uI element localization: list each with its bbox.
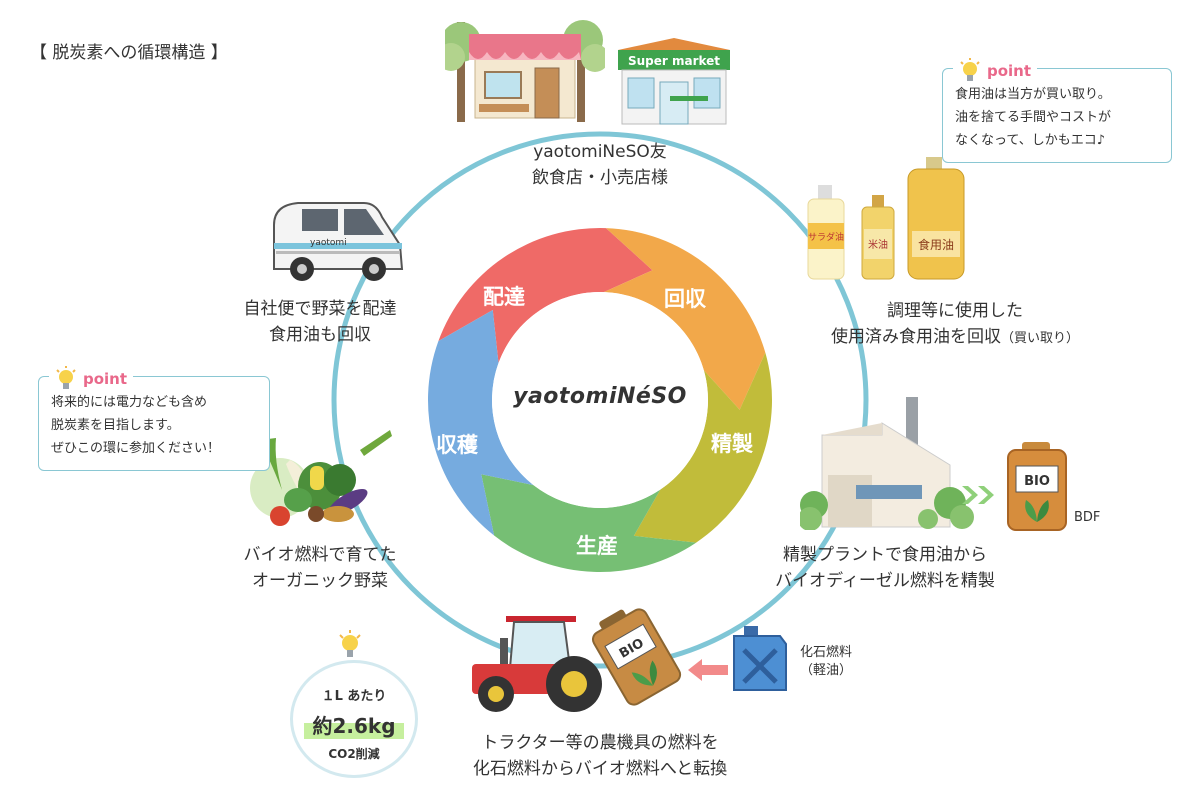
center-circle [492,292,708,508]
truck-illustration: yaotomi [273,202,404,281]
supermarket-sign: Super market [628,54,720,68]
co2-value-wrap: 約2.6kg [304,710,404,739]
cafe-illustration [445,20,605,122]
truck-logo: yaotomi [310,238,347,248]
cycle-label-refining: 精製 [711,432,753,456]
point-box-left: point 将来的には電力なども含め 脱炭素を目指します。 ぜひこの環に参加くだ… [38,366,270,471]
node-truck-line2: 食用油も回収 [269,325,371,345]
supermarket-illustration: Super market [618,38,730,125]
co2-line3: CO2削減 [328,747,380,761]
fossil-label-line2: （軽油） [800,663,853,678]
point-left-line1: 将来的には電力なども含め [51,395,208,410]
cycle-label-delivery: 配達 [483,285,525,309]
node-plant-line2: バイオディーゼル燃料を精製 [775,571,995,591]
fossil-label-line1: 化石燃料 [800,645,853,660]
point-title-left-wrap: point [49,366,134,392]
cycle-segment-collection [603,228,766,410]
factory-illustration [800,397,974,530]
lightbulb-icon [960,58,980,81]
outer-ring [331,131,869,669]
oil-bottles-illustration: サラダ油 米油 食用油 [807,157,965,280]
node-veg: バイオ燃料で育てた オーガニック野菜 [210,542,430,594]
node-tractor: トラクター等の農機具の燃料を 化石燃料からバイオ燃料へと転換 [440,730,760,782]
point-title-right-wrap: point [953,58,1038,84]
cycle-segment-production [481,474,697,572]
cycle-label-production: 生産 [576,534,618,558]
node-shops-line2: 飲食店・小売店様 [532,168,668,188]
point-box-right: point 食用油は当方が買い取り。 油を捨てる手間やコストが なくなって、しか… [942,58,1172,163]
node-truck-line1: 自社便で野菜を配達 [243,299,397,319]
node-oil-note: （買い取り） [1000,331,1079,346]
cycle-segment-delivery [438,228,653,364]
point-right-line2: 油を捨てる手間やコストが [955,110,1112,125]
point-title-right: point [987,61,1032,80]
bottle3-label: 食用油 [918,237,954,252]
bottle1-label: サラダ油 [808,231,844,243]
node-tractor-line1: トラクター等の農機具の燃料を [481,733,719,753]
lightbulb-icon [339,630,361,657]
page-title: 【 脱炭素への循環構造 】 [30,43,228,63]
vegetables-illustration [250,430,392,526]
co2-value: 約2.6kg [312,714,396,738]
double-chevron-icon [962,486,994,504]
node-tractor-line2: 化石燃料からバイオ燃料へと転換 [472,759,728,779]
lightbulb-icon [56,366,76,389]
node-plant: 精製プラントで食用油から バイオディーゼル燃料を精製 [740,542,1030,594]
point-left-line2: 脱炭素を目指します。 [51,418,180,433]
fuel-tank-icon [733,626,787,691]
center-logo: yaotomiNéSO [513,384,687,409]
node-truck: 自社便で野菜を配達 食用油も回収 [220,296,420,348]
point-right-line1: 食用油は当方が買い取り。 [955,87,1111,102]
point-title-left: point [83,369,128,388]
bio-label-1: BIO [1024,474,1050,489]
bio-can-icon: BIO [1007,442,1067,531]
co2-line1: １L あたり [321,689,387,704]
node-veg-line1: バイオ燃料で育てた [243,545,397,565]
bio-can-tilted-icon: BIO [591,608,682,706]
pink-arrow-icon [688,659,728,681]
cycle-label-harvest: 収穫 [436,433,478,457]
bottle2-label: 米油 [868,238,888,251]
cycle-segment-harvest [427,310,534,536]
node-oil-line1: 調理等に使用した [887,301,1023,321]
node-oil-line2-wrap: 使用済み食用油を回収（買い取り） [800,324,1110,352]
node-shops-line1: yaotomiNeSO友 [533,142,667,162]
bdf-label: BDF [1074,510,1101,525]
point-right-line3: なくなって、しかもエコ♪ [955,133,1105,148]
node-plant-line1: 精製プラントで食用油から [783,545,987,565]
node-veg-line2: オーガニック野菜 [252,571,388,591]
point-left-line3: ぜひこの環に参加ください！ [51,441,221,456]
cycle-label-collection: 回収 [664,287,706,311]
co2-badge: １L あたり 約2.6kg CO2削減 [290,660,418,778]
node-oil: 調理等に使用した 使用済み食用油を回収（買い取り） [800,298,1110,352]
tractor-illustration [472,616,602,712]
node-oil-line2: 使用済み食用油を回収 [830,327,1001,347]
cycle-segment-refining [633,352,773,543]
fossil-label: 化石燃料 （軽油） [800,644,852,680]
node-shops: yaotomiNeSO友 飲食店・小売店様 [480,139,720,191]
